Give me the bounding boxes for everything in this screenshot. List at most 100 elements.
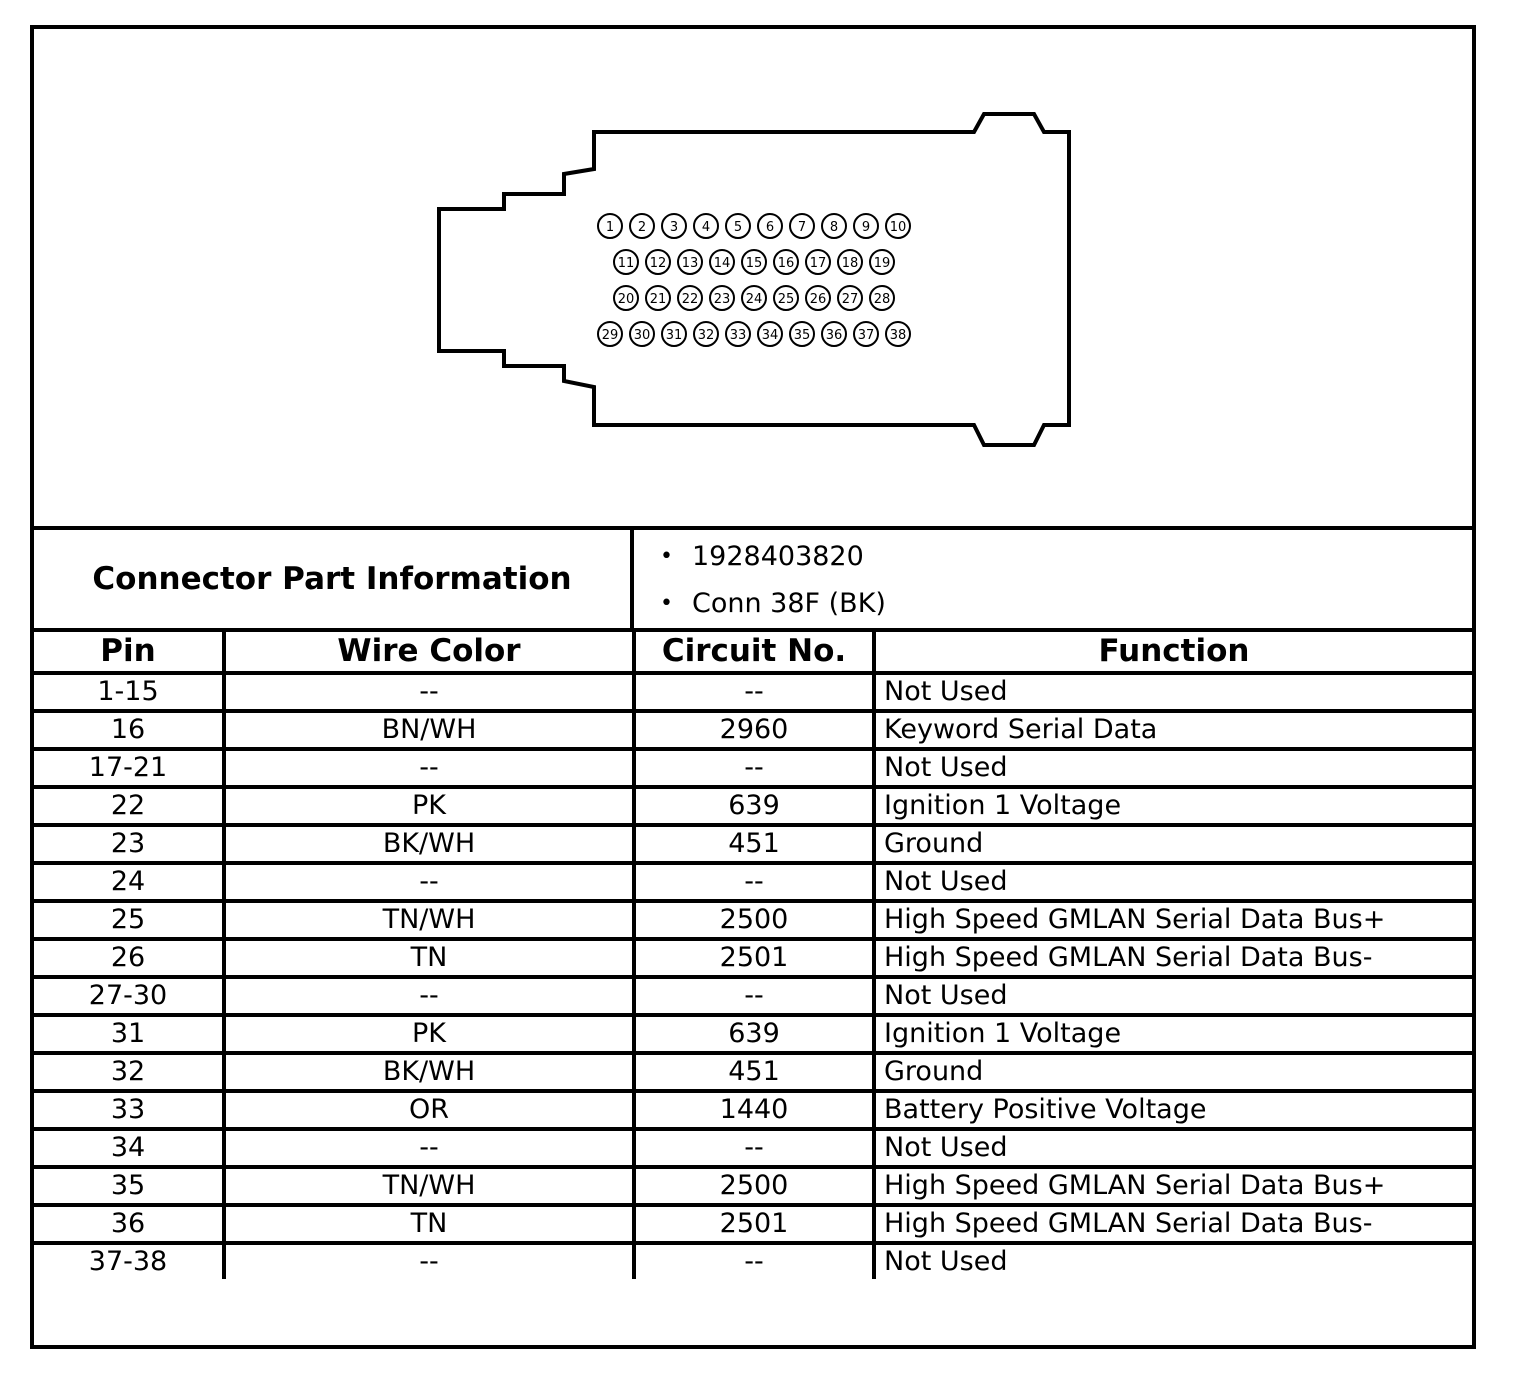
pin-number-label: 9 <box>862 220 870 235</box>
pin-cavity-8: 8 <box>821 213 847 239</box>
connector-info-list: 1928403820 Conn 38F (BK) <box>634 530 1472 628</box>
pin-circle <box>661 213 687 239</box>
pin-cavity-17: 17 <box>805 249 831 275</box>
pin-cavity-3: 3 <box>661 213 687 239</box>
pin-cavity-31: 31 <box>661 321 687 347</box>
header-wire-color: Wire Color <box>222 628 636 675</box>
cell-function: Ignition 1 Voltage <box>872 785 1472 827</box>
pin-number-label: 5 <box>734 220 742 235</box>
header-circuit-no: Circuit No. <box>632 628 876 675</box>
cell-function: High Speed GMLAN Serial Data Bus- <box>872 937 1472 979</box>
pin-circle <box>885 213 911 239</box>
cell-circuit: -- <box>632 861 876 903</box>
pin-circle <box>677 285 703 311</box>
pin-number-label: 8 <box>830 220 838 235</box>
pin-cavity-21: 21 <box>645 285 671 311</box>
cell-circuit: 639 <box>632 1013 876 1055</box>
pin-circle <box>853 213 879 239</box>
pin-circle <box>709 249 735 275</box>
cell-function: Not Used <box>872 975 1472 1017</box>
pin-circle <box>725 321 751 347</box>
pin-circle <box>789 321 815 347</box>
pin-circle <box>869 249 895 275</box>
connector-info-label: Connector Part Information <box>34 530 634 628</box>
cell-pin: 33 <box>34 1089 226 1131</box>
pin-cavity-9: 9 <box>853 213 879 239</box>
cell-function: Keyword Serial Data <box>872 709 1472 751</box>
pin-cavity-34: 34 <box>757 321 783 347</box>
cell-pin: 35 <box>34 1165 226 1207</box>
pin-circle <box>661 321 687 347</box>
pin-number-label: 22 <box>682 292 699 307</box>
pin-number-label: 26 <box>810 292 827 307</box>
header-pin: Pin <box>34 628 226 675</box>
pin-circle <box>693 213 719 239</box>
pin-number-label: 35 <box>794 328 811 343</box>
cell-function: Not Used <box>872 861 1472 903</box>
pin-cavity-30: 30 <box>629 321 655 347</box>
pin-number-label: 36 <box>826 328 843 343</box>
pin-cavity-18: 18 <box>837 249 863 275</box>
pin-cavity-19: 19 <box>869 249 895 275</box>
cell-pin: 17-21 <box>34 747 226 789</box>
cell-wire-color: PK <box>222 785 636 827</box>
cell-circuit: -- <box>632 975 876 1017</box>
table-header-row: Pin Wire Color Circuit No. Function <box>34 628 1472 675</box>
pin-cavity-13: 13 <box>677 249 703 275</box>
cell-wire-color: TN <box>222 1203 636 1245</box>
cell-wire-color: -- <box>222 747 636 789</box>
pin-circle <box>821 321 847 347</box>
cell-function: High Speed GMLAN Serial Data Bus+ <box>872 899 1472 941</box>
pin-circle <box>645 285 671 311</box>
pin-number-label: 3 <box>670 220 678 235</box>
pin-number-label: 14 <box>714 256 731 271</box>
pin-cavity-28: 28 <box>869 285 895 311</box>
pin-cavity-36: 36 <box>821 321 847 347</box>
pin-cavity-27: 27 <box>837 285 863 311</box>
cell-circuit: 2500 <box>632 1165 876 1207</box>
pin-number-label: 28 <box>874 292 891 307</box>
cell-wire-color: TN <box>222 937 636 979</box>
cell-circuit: -- <box>632 671 876 713</box>
pin-cavity-1: 1 <box>597 213 623 239</box>
cell-wire-color: -- <box>222 671 636 713</box>
pin-number-label: 27 <box>842 292 859 307</box>
pin-circle <box>837 285 863 311</box>
cell-function: Battery Positive Voltage <box>872 1089 1472 1131</box>
pin-number-label: 32 <box>698 328 715 343</box>
pin-cavity-7: 7 <box>789 213 815 239</box>
pinout-table: Pin Wire Color Circuit No. Function 1-15… <box>34 628 1472 1279</box>
pin-cavity-6: 6 <box>757 213 783 239</box>
cell-wire-color: PK <box>222 1013 636 1055</box>
header-function: Function <box>872 628 1472 675</box>
pin-circle <box>645 249 671 275</box>
pin-number-label: 23 <box>714 292 731 307</box>
connector-outline <box>437 112 1071 447</box>
cell-circuit: 451 <box>632 823 876 865</box>
pin-circle <box>741 249 767 275</box>
pin-number-label: 37 <box>858 328 875 343</box>
cell-wire-color: BK/WH <box>222 823 636 865</box>
cell-function: Not Used <box>872 1127 1472 1169</box>
cell-pin: 26 <box>34 937 226 979</box>
cell-function: High Speed GMLAN Serial Data Bus+ <box>872 1165 1472 1207</box>
cell-function: Not Used <box>872 671 1472 713</box>
cell-circuit: 1440 <box>632 1089 876 1131</box>
pin-circle <box>629 213 655 239</box>
pin-circle <box>613 249 639 275</box>
connector-part-information: Connector Part Information 1928403820 Co… <box>34 526 1472 628</box>
pin-number-label: 33 <box>730 328 747 343</box>
connector-description: Conn 38F (BK) <box>660 587 886 621</box>
cell-circuit: 2960 <box>632 709 876 751</box>
pin-circle <box>837 249 863 275</box>
table-row: 37-38----Not Used <box>34 1241 1472 1279</box>
pin-cavity-32: 32 <box>693 321 719 347</box>
